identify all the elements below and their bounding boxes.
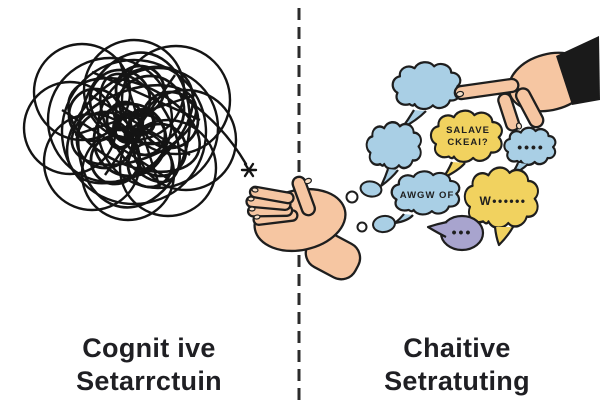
right-caption-line1: Chaitive <box>403 333 511 363</box>
thread-end-asterisk <box>188 100 258 178</box>
sleeve <box>556 36 600 105</box>
tangle-scribble-icon <box>22 38 238 222</box>
bubble-salave <box>429 109 504 180</box>
fingernails <box>455 90 523 130</box>
pointing-hand <box>453 36 600 132</box>
open-hand <box>245 175 362 281</box>
left-caption-line1: Cognit ive <box>82 333 216 363</box>
bubble-awgw <box>390 170 461 225</box>
bubble-dots4 <box>503 126 557 178</box>
right-caption-line2: Setratuting <box>384 365 530 396</box>
left-caption-line2: Setarrctuin <box>76 365 222 396</box>
fingernails <box>247 177 312 220</box>
bubble-wdots <box>463 166 540 247</box>
bubble-empty-mid <box>365 120 423 188</box>
bubble-dots3 <box>426 214 485 252</box>
left-caption: Cognit ive Setarrctuin <box>17 332 281 398</box>
thought-trail-bubbles <box>345 180 396 234</box>
speech-bubbles <box>365 61 557 252</box>
right-caption: Chaitive Setratuting <box>325 332 589 398</box>
